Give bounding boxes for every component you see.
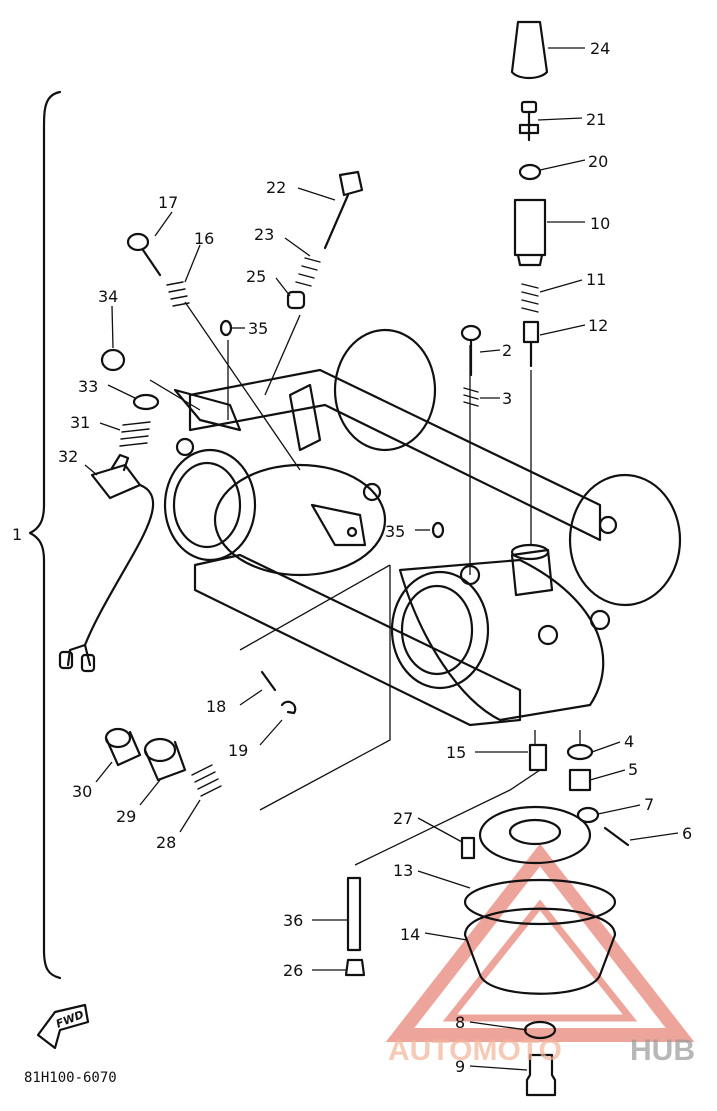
- part-16-spring: [166, 281, 190, 307]
- part-28-spring: [191, 764, 222, 797]
- part-10-nut: [513, 198, 547, 267]
- label-13: 13: [393, 861, 413, 880]
- part-34-cap: [100, 348, 126, 372]
- part-6-pin: [603, 826, 630, 847]
- label-17: 17: [158, 193, 178, 212]
- label-11: 11: [586, 270, 606, 289]
- part-11-spring: [521, 283, 539, 313]
- label-31: 31: [70, 413, 90, 432]
- watermark-text-hub: HUB: [630, 1034, 695, 1067]
- part-32-sensor: [58, 453, 155, 673]
- part-24-cap: [510, 20, 549, 80]
- label-16: 16: [194, 229, 214, 248]
- part-15-jet: [528, 743, 548, 772]
- part-25-cap: [286, 290, 306, 310]
- label-leaders: [84, 47, 679, 1071]
- label-34: 34: [98, 287, 118, 306]
- float: [478, 805, 592, 865]
- label-3: 3: [502, 389, 512, 408]
- label-1: 1: [12, 525, 22, 544]
- label-15: 15: [446, 743, 466, 762]
- part-19-clip: [280, 700, 297, 715]
- label-8: 8: [455, 1013, 465, 1032]
- part-21-screw: [518, 100, 540, 142]
- label-10: 10: [590, 214, 610, 233]
- part-22-screw: [323, 170, 364, 250]
- part-labels: 24 21 20 10 11 12 2 3 22 23 25 17 16 34 …: [12, 39, 692, 1076]
- part-17-screw: [126, 232, 162, 277]
- label-30: 30: [72, 782, 92, 801]
- part-36-tube: [346, 876, 362, 952]
- part-3-spring: [463, 387, 479, 407]
- part-9-bolt: [525, 1053, 557, 1097]
- label-24: 24: [590, 39, 610, 58]
- label-22: 22: [266, 178, 286, 197]
- label-7: 7: [644, 795, 654, 814]
- watermark-logo: AUTOMOTO HUB: [388, 1034, 695, 1067]
- carburetor-body: [163, 328, 682, 727]
- watermark-text-automoto: AUTOMOTO: [388, 1034, 562, 1067]
- label-5: 5: [628, 760, 638, 779]
- label-27: 27: [393, 809, 413, 828]
- label-6: 6: [682, 824, 692, 843]
- label-32: 32: [58, 447, 78, 466]
- part-20-clip: [518, 163, 542, 181]
- assembly-bracket: [28, 90, 62, 980]
- label-20: 20: [588, 152, 608, 171]
- part-35-oring-a: [219, 319, 233, 337]
- watermark-triangle: [385, 843, 695, 1042]
- part-27-screw: [460, 836, 476, 860]
- part-13-gasket: [463, 878, 617, 926]
- label-33: 33: [78, 377, 98, 396]
- part-18-pin: [260, 670, 277, 692]
- fwd-arrow: FWD: [36, 1003, 90, 1050]
- label-12: 12: [588, 316, 608, 335]
- label-9: 9: [455, 1057, 465, 1076]
- part-2-screw: [460, 324, 482, 377]
- part-7-clip: [576, 806, 600, 824]
- part-30-sleeve: [104, 727, 142, 767]
- label-21: 21: [586, 110, 606, 129]
- label-19: 19: [228, 741, 248, 760]
- part-26-jet: [344, 958, 366, 977]
- label-2: 2: [502, 341, 512, 360]
- part-23-spring: [295, 257, 321, 287]
- label-25: 25: [246, 267, 266, 286]
- part-5-screw: [568, 768, 592, 792]
- assembly-lines: [149, 301, 581, 866]
- part-35-oring-b: [431, 521, 445, 539]
- label-36: 36: [283, 911, 303, 930]
- part-4-washer: [566, 743, 594, 761]
- label-29: 29: [116, 807, 136, 826]
- label-35-top: 35: [248, 319, 268, 338]
- part-33-washer: [132, 393, 160, 411]
- part-14-float-bowl: [463, 907, 617, 995]
- drawing-code: 81H100-6070: [24, 1070, 117, 1086]
- label-4: 4: [624, 732, 634, 751]
- label-14: 14: [400, 925, 420, 944]
- label-28: 28: [156, 833, 176, 852]
- part-12-needle: [522, 320, 540, 368]
- label-35-mid: 35: [385, 522, 405, 541]
- part-29-sleeve: [143, 737, 187, 782]
- label-26: 26: [283, 961, 303, 980]
- label-23: 23: [254, 225, 274, 244]
- label-18: 18: [206, 697, 226, 716]
- part-31-spring: [119, 421, 151, 447]
